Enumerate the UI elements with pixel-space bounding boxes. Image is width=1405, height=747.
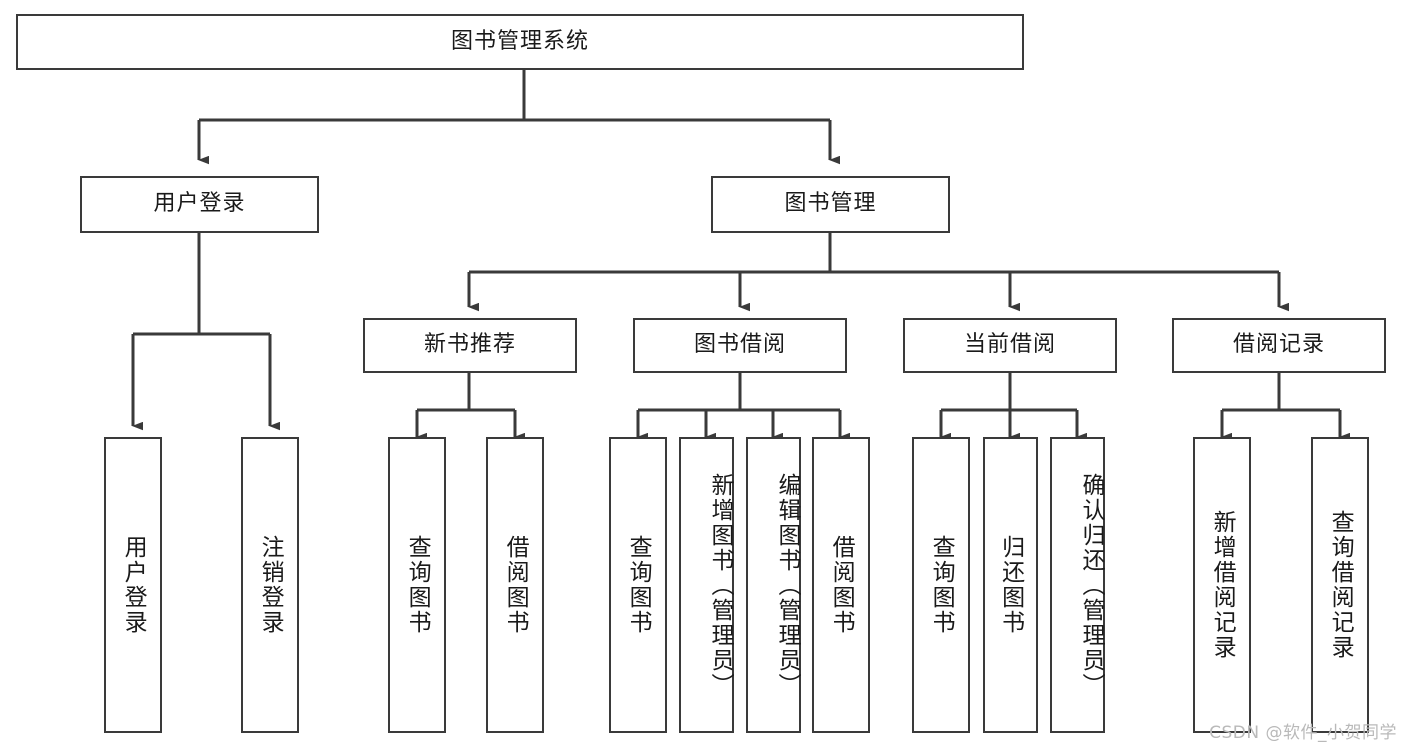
node-label: 用户登录: [153, 191, 246, 217]
node-label: 当前借阅: [963, 332, 1056, 358]
node-label: 借阅图书: [502, 535, 529, 635]
node-label: 图书借阅: [693, 332, 786, 358]
node-new-book-recommend[interactable]: 新书推荐: [363, 318, 577, 373]
leaf-borrow-query-books[interactable]: 查询图书: [609, 437, 667, 733]
leaf-recommend-borrow-books[interactable]: 借阅图书: [486, 437, 544, 733]
leaf-borrow-edit-book-admin[interactable]: 编辑图书（管理员）: [746, 437, 801, 733]
node-label: 图书管理系统: [450, 28, 589, 54]
node-root-system[interactable]: 图书管理系统: [16, 14, 1024, 70]
node-label: 归还图书: [997, 535, 1024, 635]
node-label: 新增图书（管理员）: [707, 472, 733, 698]
node-label: 编辑图书（管理员）: [774, 472, 800, 698]
leaf-recommend-query-books[interactable]: 查询图书: [388, 437, 446, 733]
leaf-record-add-record[interactable]: 新增借阅记录: [1193, 437, 1251, 733]
node-label: 新书推荐: [423, 332, 516, 358]
leaf-user-login-signin[interactable]: 用户登录: [104, 437, 162, 733]
node-label: 用户登录: [120, 535, 147, 635]
node-borrow-record[interactable]: 借阅记录: [1172, 318, 1386, 373]
node-label: 查询图书: [404, 535, 431, 635]
node-label: 查询图书: [928, 535, 955, 635]
node-label: 借阅图书: [828, 535, 855, 635]
node-label: 借阅记录: [1232, 332, 1325, 358]
node-current-borrow[interactable]: 当前借阅: [903, 318, 1117, 373]
leaf-record-query-record[interactable]: 查询借阅记录: [1311, 437, 1369, 733]
node-book-management[interactable]: 图书管理: [711, 176, 950, 233]
node-label: 查询借阅记录: [1327, 510, 1354, 660]
leaf-user-login-signout[interactable]: 注销登录: [241, 437, 299, 733]
node-label: 确认归还（管理员）: [1078, 472, 1104, 698]
node-user-login[interactable]: 用户登录: [80, 176, 319, 233]
leaf-borrow-borrow-books[interactable]: 借阅图书: [812, 437, 870, 733]
leaf-current-query-books[interactable]: 查询图书: [912, 437, 970, 733]
node-label: 新增借阅记录: [1209, 510, 1236, 660]
node-label: 注销登录: [257, 535, 284, 635]
leaf-current-confirm-return-admin[interactable]: 确认归还（管理员）: [1050, 437, 1105, 733]
node-book-borrow[interactable]: 图书借阅: [633, 318, 847, 373]
node-label: 图书管理: [784, 191, 877, 217]
leaf-current-return-books[interactable]: 归还图书: [983, 437, 1038, 733]
node-label: 查询图书: [625, 535, 652, 635]
leaf-borrow-add-book-admin[interactable]: 新增图书（管理员）: [679, 437, 734, 733]
